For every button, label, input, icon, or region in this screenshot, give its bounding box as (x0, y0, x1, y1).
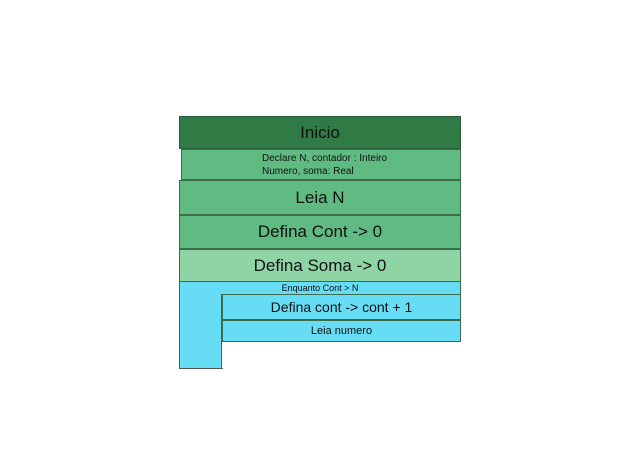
read-number-label: Leia numero (310, 325, 373, 337)
set-soma-label: Defina Soma -> 0 (253, 255, 387, 275)
increment-label: Defina cont -> cont + 1 (270, 299, 413, 315)
start-block: Inicio (179, 116, 461, 149)
read-n-label: Leia N (295, 187, 345, 207)
while-loop-bottom-edge (179, 368, 223, 369)
while-condition-label: Enquanto Cont > N (281, 283, 359, 293)
set-cont-block: Defina Cont -> 0 (179, 215, 461, 249)
while-loop-header: Enquanto Cont > N (179, 282, 461, 294)
declare-line-2: Numero, soma: Real (262, 165, 354, 177)
while-loop-body-bar (179, 294, 222, 369)
read-number-block: Leia numero (222, 320, 461, 342)
increment-block: Defina cont -> cont + 1 (222, 294, 461, 320)
read-n-block: Leia N (179, 180, 461, 215)
declare-line-1: Declare N, contador : Inteiro (262, 152, 388, 164)
set-cont-label: Defina Cont -> 0 (257, 222, 383, 241)
declare-block: Declare N, contador : Inteiro Numero, so… (181, 149, 461, 180)
start-label: Inicio (300, 122, 340, 142)
set-soma-block: Defina Soma -> 0 (179, 249, 461, 282)
